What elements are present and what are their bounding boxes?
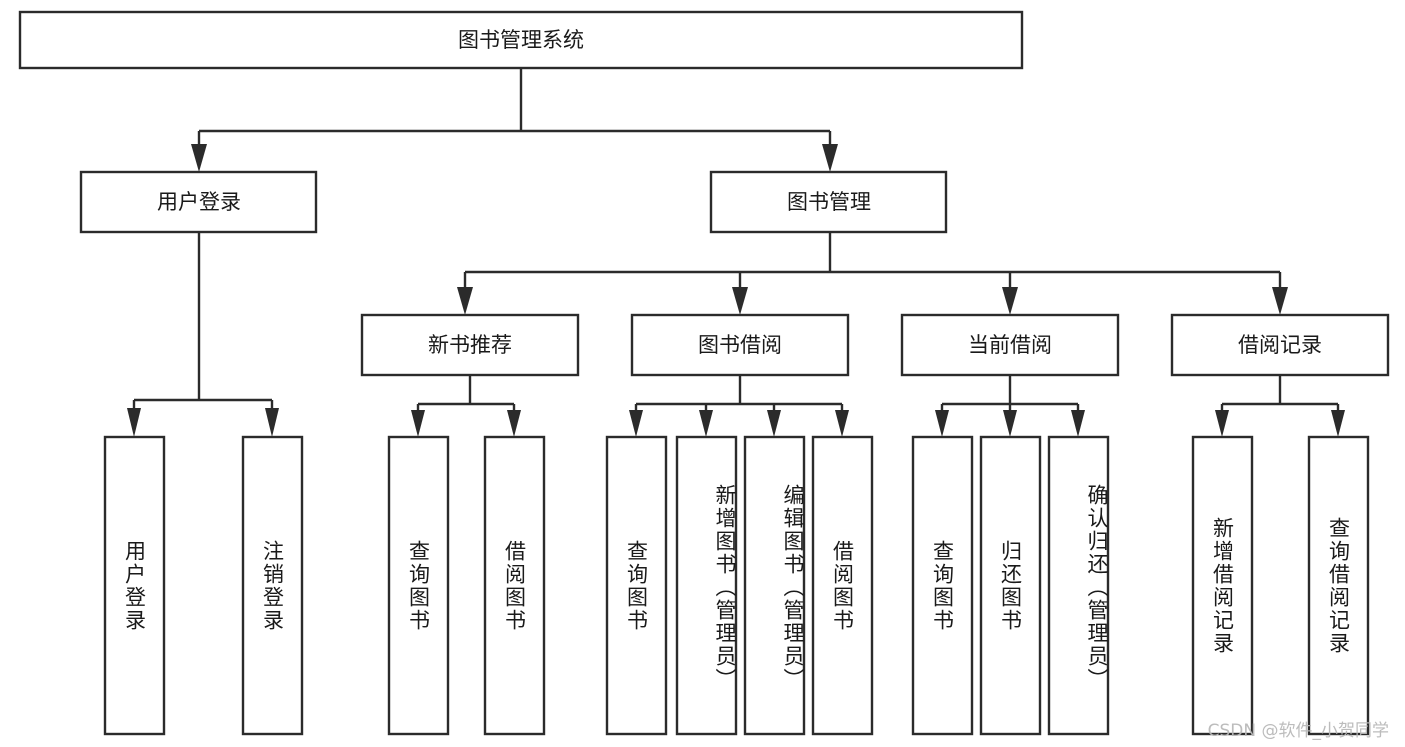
arrow-head-icon: [822, 144, 838, 172]
node-user-login[interactable]: 用户登录: [79, 170, 318, 234]
arrow-head-icon: [699, 410, 713, 437]
arrow-head-icon: [1331, 410, 1345, 437]
arrow-head-icon: [127, 408, 141, 437]
node-current-borrow-label: 当前借阅: [968, 333, 1052, 357]
node-book-management[interactable]: 图书管理: [709, 170, 948, 234]
leaf-boxes: [103, 435, 1370, 736]
node-book-borrow-box[interactable]: [630, 313, 850, 377]
leaf-box-return-book[interactable]: [979, 435, 1042, 736]
arrow-head-icon: [1071, 410, 1085, 437]
leaf-box-logout-login[interactable]: [241, 435, 304, 736]
connector-root-to-level2: [191, 68, 838, 172]
node-new-book-recommend-label: 新书推荐: [428, 333, 512, 357]
arrow-head-icon: [191, 144, 207, 172]
arrow-head-icon: [265, 408, 279, 437]
node-current-borrow[interactable]: 当前借阅: [900, 313, 1120, 377]
node-book-management-label: 图书管理: [787, 190, 871, 214]
node-current-borrow-box[interactable]: [900, 313, 1120, 377]
arrow-head-icon: [507, 410, 521, 437]
leaf-box-query-book-2[interactable]: [605, 435, 668, 736]
node-book-borrow[interactable]: 图书借阅: [630, 313, 850, 377]
leaf-box-add-book[interactable]: [675, 435, 738, 736]
connector-bookmgmt-to-level3: [457, 232, 1288, 315]
leaf-box-confirm-return[interactable]: [1047, 435, 1110, 736]
leaf-box-query-book-3[interactable]: [911, 435, 974, 736]
node-new-book-recommend-box[interactable]: [360, 313, 580, 377]
connector-borrowrecord-to-leaves: [1215, 375, 1345, 437]
connector-newbook-to-leaves: [411, 375, 521, 437]
connector-bookborrow-to-leaves: [629, 375, 849, 437]
arrow-head-icon: [1002, 287, 1018, 315]
leaf-box-edit-book[interactable]: [743, 435, 806, 736]
node-book-management-box[interactable]: [709, 170, 948, 234]
connector-userlogin-to-leaves: [127, 232, 279, 437]
leaf-box-borrow-book-2[interactable]: [811, 435, 874, 736]
connector-currentborrow-to-leaves: [935, 375, 1085, 437]
arrow-head-icon: [1003, 410, 1017, 437]
node-borrow-record[interactable]: 借阅记录: [1170, 313, 1390, 377]
node-borrow-record-box[interactable]: [1170, 313, 1390, 377]
arrow-head-icon: [835, 410, 849, 437]
arrow-head-icon: [629, 410, 643, 437]
arrow-head-icon: [935, 410, 949, 437]
leaf-box-add-record[interactable]: [1191, 435, 1254, 736]
leaf-box-user-login[interactable]: [103, 435, 166, 736]
node-root-box[interactable]: [18, 10, 1024, 70]
node-root[interactable]: 图书管理系统: [18, 10, 1024, 70]
arrow-head-icon: [767, 410, 781, 437]
arrow-head-icon: [1215, 410, 1229, 437]
leaf-box-borrow-book-1[interactable]: [483, 435, 546, 736]
node-borrow-record-label: 借阅记录: [1238, 333, 1322, 357]
node-book-borrow-label: 图书借阅: [698, 333, 782, 357]
node-new-book-recommend[interactable]: 新书推荐: [360, 313, 580, 377]
arrow-head-icon: [411, 410, 425, 437]
arrow-head-icon: [457, 287, 473, 315]
leaf-box-query-record[interactable]: [1307, 435, 1370, 736]
arrow-head-icon: [732, 287, 748, 315]
arrow-head-icon: [1272, 287, 1288, 315]
node-user-login-label: 用户登录: [157, 190, 241, 214]
node-user-login-box[interactable]: [79, 170, 318, 234]
leaf-box-query-book-1[interactable]: [387, 435, 450, 736]
csdn-watermark: CSDN @软件_小贺同学: [1207, 721, 1389, 741]
node-root-label: 图书管理系统: [458, 28, 584, 52]
